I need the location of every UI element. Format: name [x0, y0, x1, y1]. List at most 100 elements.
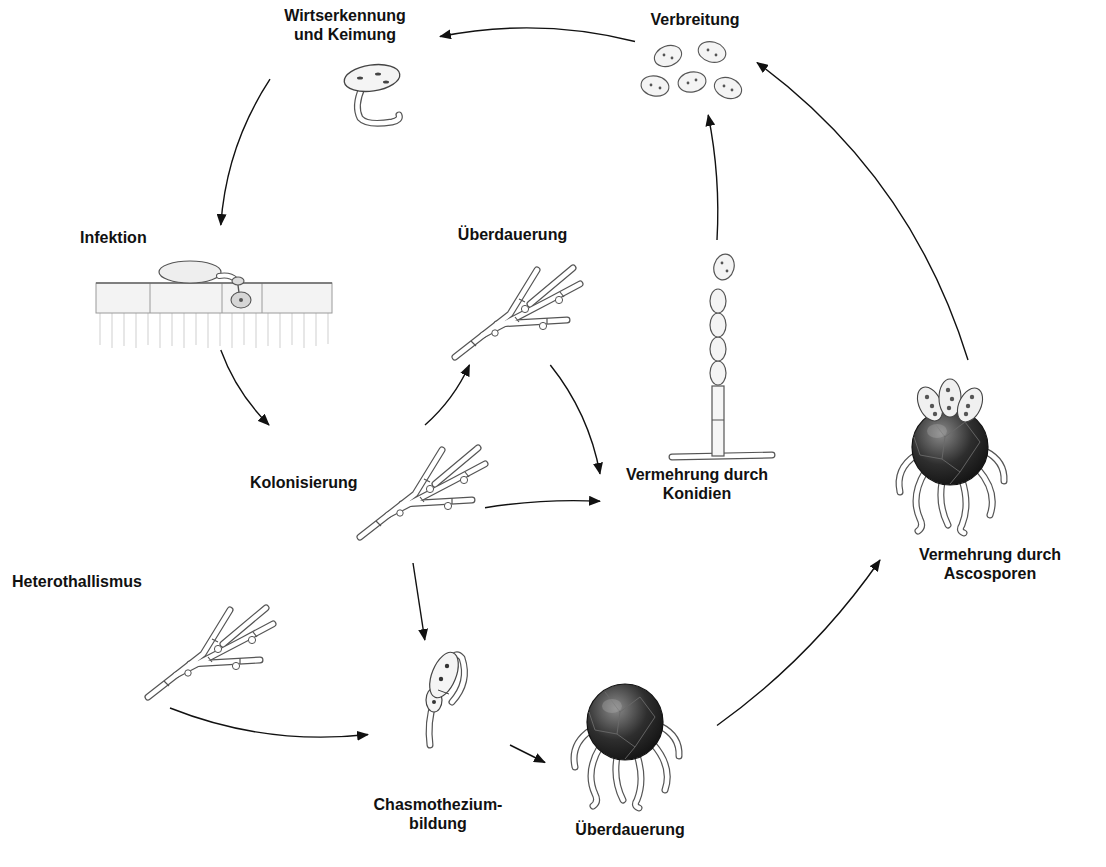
germinating-spore [357, 88, 399, 123]
chasmothecium-with-asci [912, 379, 987, 426]
infection-drawing [159, 261, 221, 283]
stage-node: Kolonisierung [245, 425, 485, 563]
chasmothecium-with-asci [970, 395, 974, 399]
conidiophore [712, 420, 724, 421]
germinating-spore [357, 77, 363, 80]
stage-label: Vermehrung durch Konidien [612, 465, 782, 503]
cycle-arrow [717, 560, 880, 726]
chasmothecium-with-asci [933, 412, 937, 416]
spores [676, 70, 707, 95]
stage-label: Verbreitung [635, 10, 755, 29]
spores [695, 79, 698, 82]
chasmothecium-with-asci [899, 379, 1004, 533]
ascogonium [424, 648, 465, 745]
spores [651, 42, 684, 70]
spores [707, 49, 710, 52]
chasmothecium-with-asci [947, 406, 951, 410]
cycle-arrow [170, 708, 368, 737]
cycle-arrow [440, 28, 635, 42]
infection-drawing [231, 292, 251, 308]
spores [687, 82, 690, 85]
conidiophore [710, 337, 726, 361]
conidiophore [711, 252, 737, 282]
chasmothecium-with-asci [950, 397, 954, 401]
chasmothecium-with-asci [930, 404, 934, 408]
spores [639, 74, 670, 99]
stage-node: Überdauerung [440, 225, 587, 365]
infection-drawing [232, 277, 244, 285]
chasmothecium-with-asci [925, 388, 974, 416]
stage-node: Wirtserkennung und Keimung [270, 6, 440, 128]
stage-node: Infektion [75, 225, 340, 350]
conidiophore [712, 386, 724, 456]
spores [715, 54, 718, 57]
stage-label: Überdauerung [440, 225, 585, 244]
conidiophore [721, 262, 724, 265]
infection-drawing [100, 313, 328, 348]
stage-label: Infektion [80, 228, 200, 247]
conidiophore [710, 361, 726, 385]
mycelium [360, 448, 485, 537]
ascogonium [445, 664, 449, 668]
mycelium [148, 608, 273, 697]
stage-node: Vermehrung durch Konidien [600, 240, 795, 515]
chasmothecium [574, 684, 679, 808]
spores [731, 89, 734, 92]
stage-node: Überdauerung [545, 670, 717, 855]
stage-label: Heterothallismus [12, 572, 162, 591]
conidiophore [710, 313, 726, 337]
stage-label: Überdauerung [545, 820, 715, 839]
cycle-arrow [485, 501, 600, 508]
mycelium [455, 268, 580, 357]
germinating-spore [342, 61, 401, 95]
infection-drawing [239, 298, 243, 302]
spores [650, 49, 734, 92]
ascogonium [424, 648, 464, 701]
cycle-arrow [550, 365, 600, 474]
infection-drawing [96, 283, 332, 313]
mycelium [360, 448, 485, 537]
infection-drawing [100, 313, 328, 348]
spores [639, 39, 744, 102]
chasmothecium-with-asci [964, 412, 968, 416]
germinating-spore [375, 73, 381, 76]
spores [711, 74, 744, 102]
spores [723, 85, 726, 88]
chasmothecium [574, 684, 679, 808]
conidiophore [726, 270, 729, 273]
chasmothecium-with-asci [925, 395, 929, 399]
infection-drawing [96, 282, 332, 284]
cycle-arrow [413, 563, 425, 640]
stage-node: Verbreitung [635, 10, 757, 115]
mycelium [455, 268, 580, 357]
spores [663, 54, 666, 57]
spores [659, 87, 662, 90]
spores [650, 84, 653, 87]
chasmothecium-with-asci [966, 404, 970, 408]
chasmothecium-with-asci [899, 409, 1004, 533]
conidiophore [710, 289, 726, 313]
spores [671, 57, 674, 60]
cycle-arrow [510, 745, 545, 763]
cycle-arrow [708, 115, 718, 240]
chasmothecium-with-asci [946, 388, 950, 392]
stage-node: Vermehrung durch Ascosporen [880, 360, 1100, 610]
stage-label: Kolonisierung [250, 473, 375, 492]
conidiophore [672, 252, 772, 457]
cycle-arrow [221, 350, 269, 425]
ascogonium [432, 700, 436, 704]
germinating-spore [357, 88, 399, 123]
stage-label: Wirtserkennung und Keimung [270, 6, 420, 44]
mycelium [148, 608, 273, 697]
stage-node: Heterothallismus [8, 568, 278, 708]
spores [696, 39, 728, 66]
cycle-arrow [221, 79, 270, 225]
ascogonium [438, 690, 449, 694]
germinating-spore [342, 61, 401, 123]
stage-label: Chasmothezium- bildung [368, 795, 508, 833]
stage-label: Vermehrung durch Ascosporen [900, 545, 1080, 583]
infection-drawing [150, 283, 262, 313]
